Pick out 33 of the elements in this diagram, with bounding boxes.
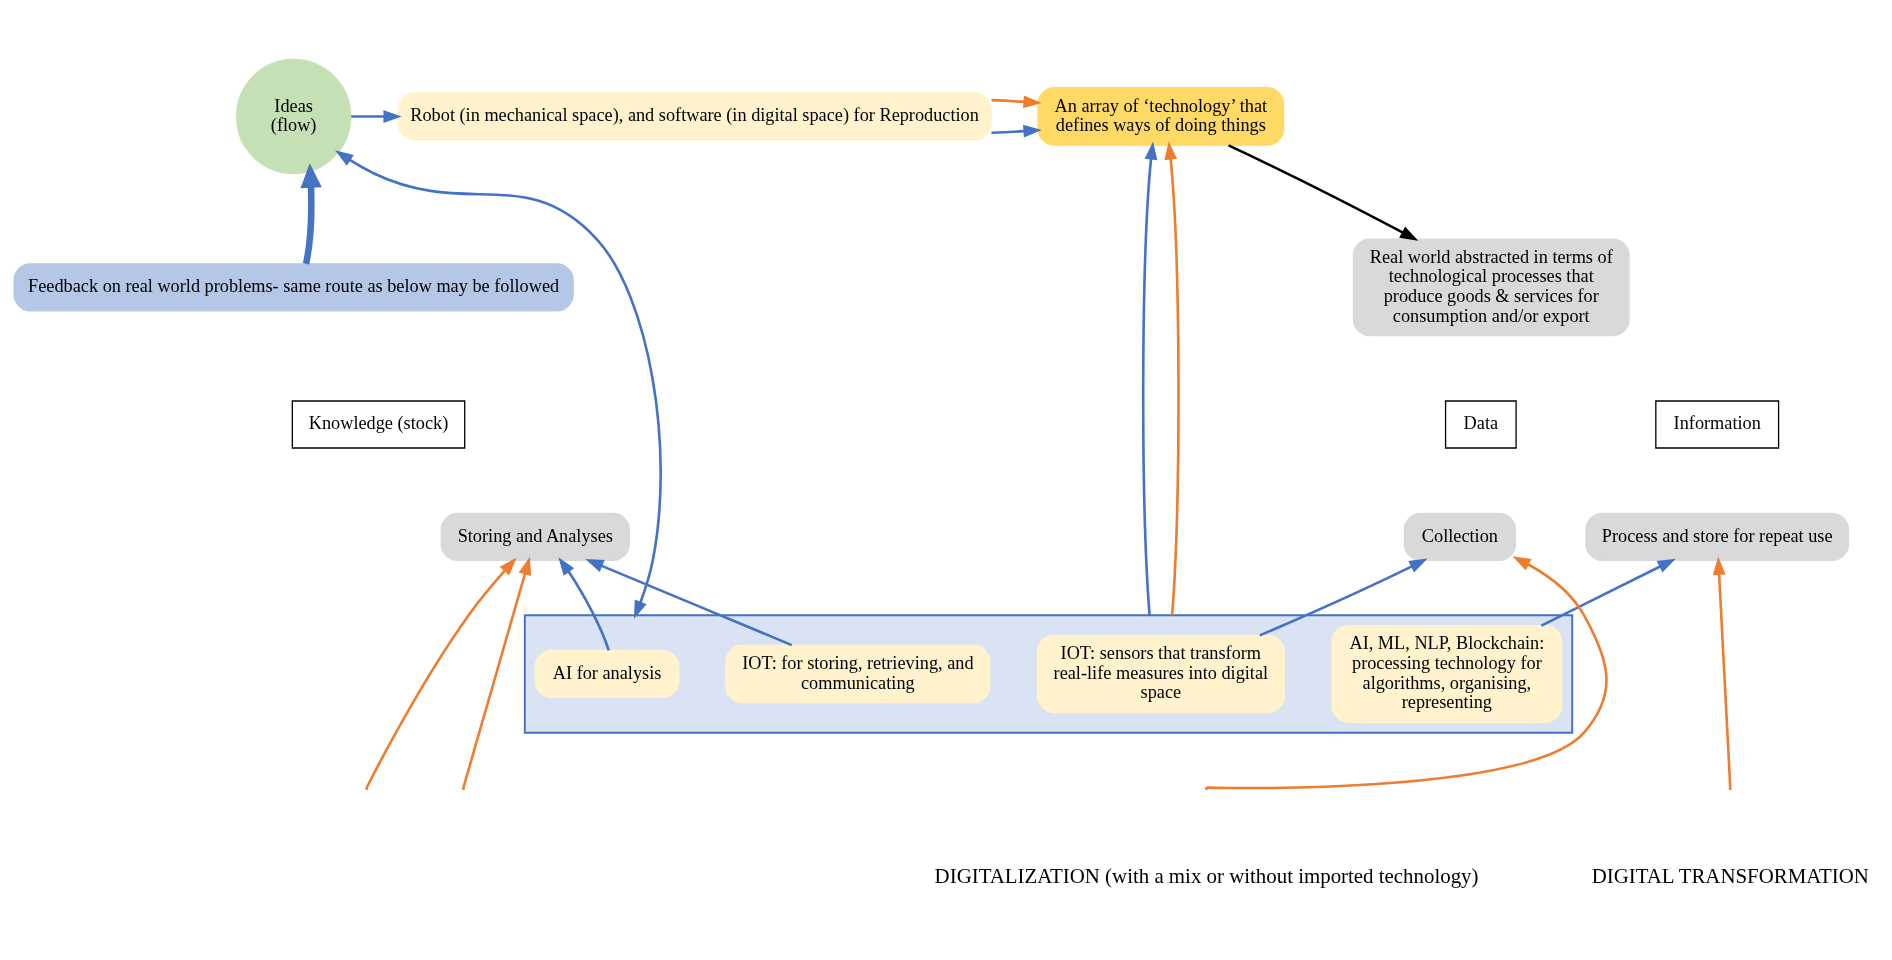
node-box: Process and store for repeat use [1585,512,1850,561]
arrow [365,557,517,788]
arrow [1540,558,1676,627]
node-box: Robot (in mechanical space), and software (in digital space) for Reproduction [397,91,992,141]
arrow [585,558,793,646]
arrow [991,94,1042,108]
arrow [1164,140,1180,615]
node-box: Information [1655,399,1780,449]
cluster [523,613,1574,734]
node-box: Collection [1403,512,1517,561]
node-box: Feedback on real world problems- same route as below may be followed [13,262,574,312]
arrow [558,556,610,651]
arrow [1712,556,1732,787]
arrow [991,124,1042,138]
arrow [335,149,662,619]
node-box: Knowledge (stock) [291,399,466,449]
node-box: An array of ‘technology’ that defines ways of doing things [1037,86,1285,146]
node-box: AI, ML, NLP, Blockchain: processing technology for algorithms, organising, representing [1331,624,1563,723]
arrow [1141,140,1158,615]
node-box: Real world abstracted in terms of technological processes that produce goods & services for consumption and/or export [1352,237,1630,336]
node-box: AI for analysis [534,649,680,698]
node-box: Storing and Analyses [440,512,630,561]
arrow [1259,558,1428,637]
label: DIGITAL TRANSFORMATION [1591,863,1869,888]
label: DIGITALIZATION (with a mix or without imported technology) [934,863,1479,888]
arrow [351,109,402,123]
node-box: IOT: for storing, retrieving, and communicating [725,644,991,703]
node-box: IOT: sensors that transform real-life measures into digital space [1036,634,1285,713]
arrow [300,162,322,264]
arrow [1206,555,1608,789]
node-box: Data [1444,399,1517,449]
arrow [462,556,531,788]
arrow [1228,143,1419,241]
